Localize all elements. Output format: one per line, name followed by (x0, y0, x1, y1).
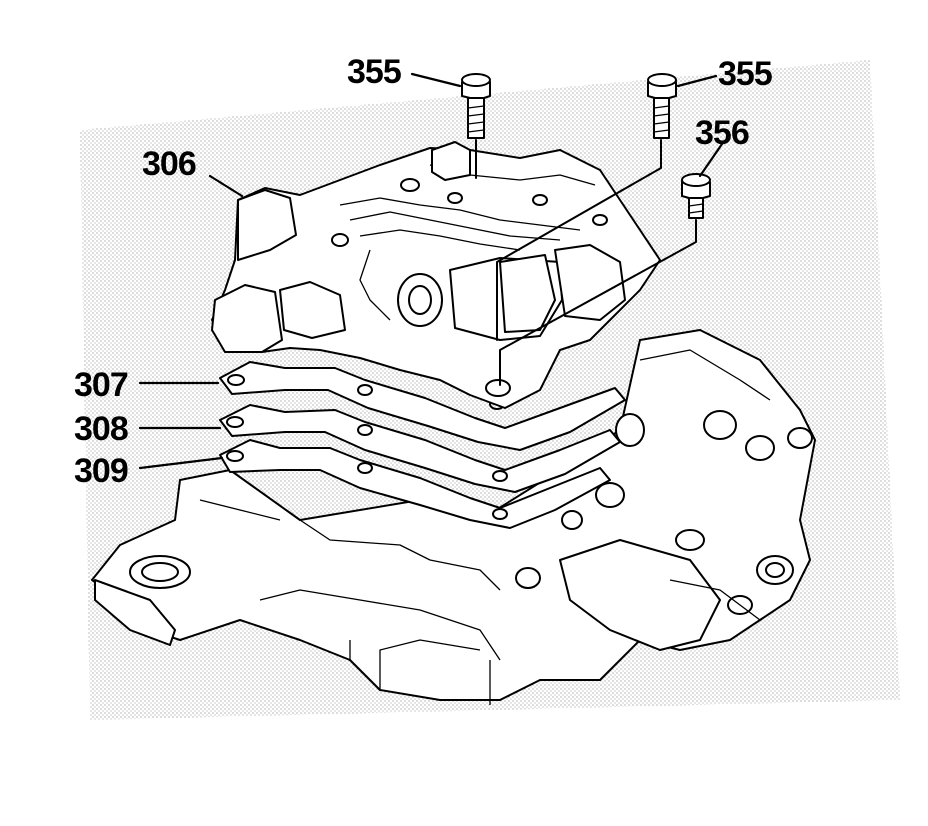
bolt-355-left (461, 73, 491, 179)
callout-308: 308 (74, 410, 128, 448)
spacer-plate-308 (219, 404, 621, 493)
valve-body-306 (211, 141, 661, 409)
callout-356: 356 (695, 114, 749, 152)
bolt-356 (499, 173, 711, 386)
gasket-309 (219, 439, 611, 529)
leader-lines (138, 72, 724, 470)
callout-355-right: 355 (718, 55, 772, 93)
callout-355-left: 355 (347, 53, 401, 91)
gasket-307 (219, 361, 626, 451)
callout-306: 306 (142, 145, 196, 183)
bolt-355-right (496, 73, 677, 341)
callout-307: 307 (74, 366, 128, 404)
callout-309: 309 (74, 452, 128, 490)
